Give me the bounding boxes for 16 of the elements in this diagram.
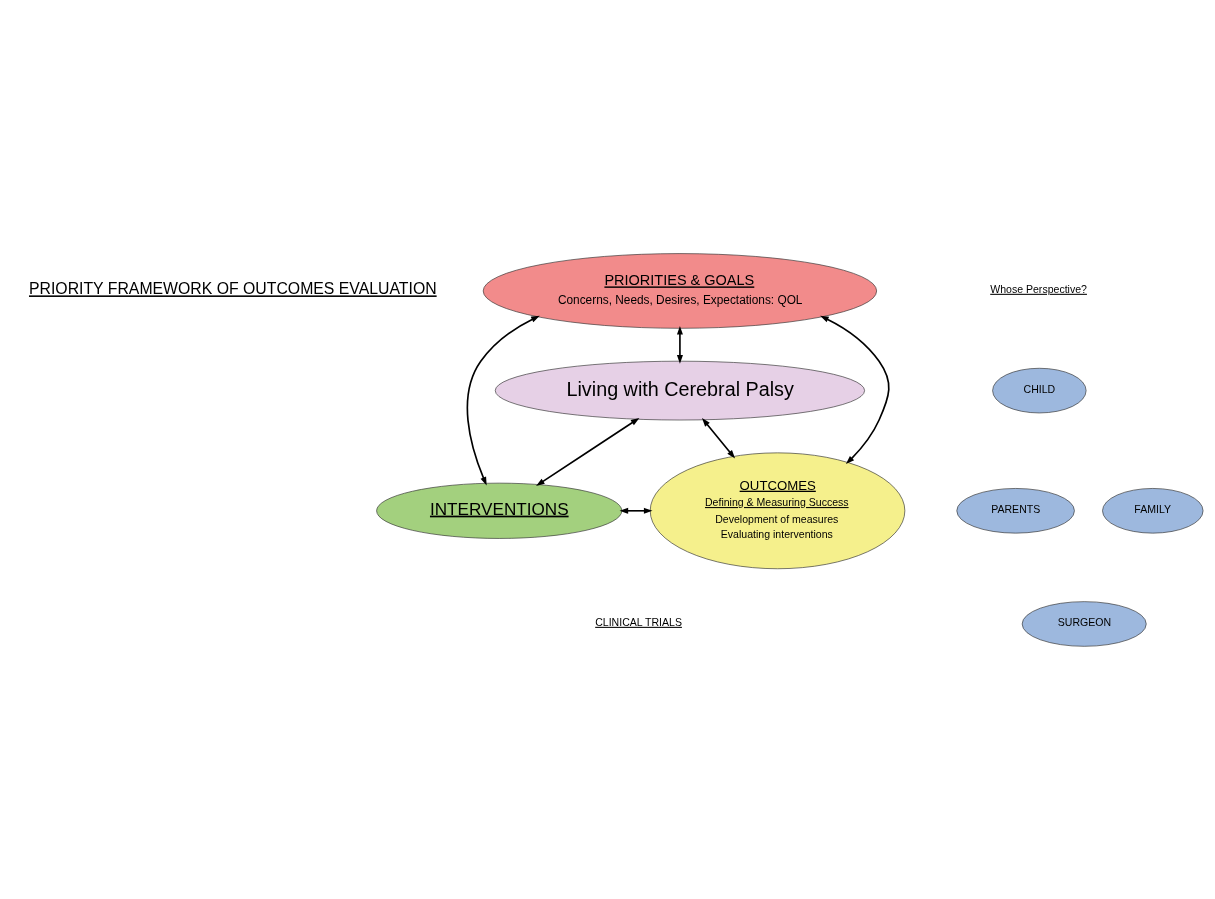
- node-ellipse: PARENTS: [956, 487, 1075, 533]
- node-ellipse: INTERVENTIONS: [376, 482, 623, 539]
- node-ellipse: CHILD: [992, 367, 1087, 413]
- node-ellipse: FAMILY: [1102, 487, 1204, 533]
- label: Whose Perspective?: [990, 282, 1087, 295]
- arrow: [466, 315, 540, 486]
- arrow: [536, 417, 640, 486]
- node-ellipse: SURGEON: [1021, 600, 1147, 647]
- label: CLINICAL TRIALS: [595, 615, 682, 628]
- arrow: [820, 315, 890, 464]
- node-ellipse: Living with Cerebral Palsy: [494, 360, 865, 420]
- arrow: [619, 507, 653, 514]
- arrow: [701, 417, 736, 458]
- arrow: [676, 325, 683, 364]
- node-ellipse: PRIORITIES & GOALS Concerns, Needs, Desires, Expectations: QOL: [482, 252, 877, 329]
- label: PRIORITY FRAMEWORK OF OUTCOMES EVALUATION: [28, 279, 437, 297]
